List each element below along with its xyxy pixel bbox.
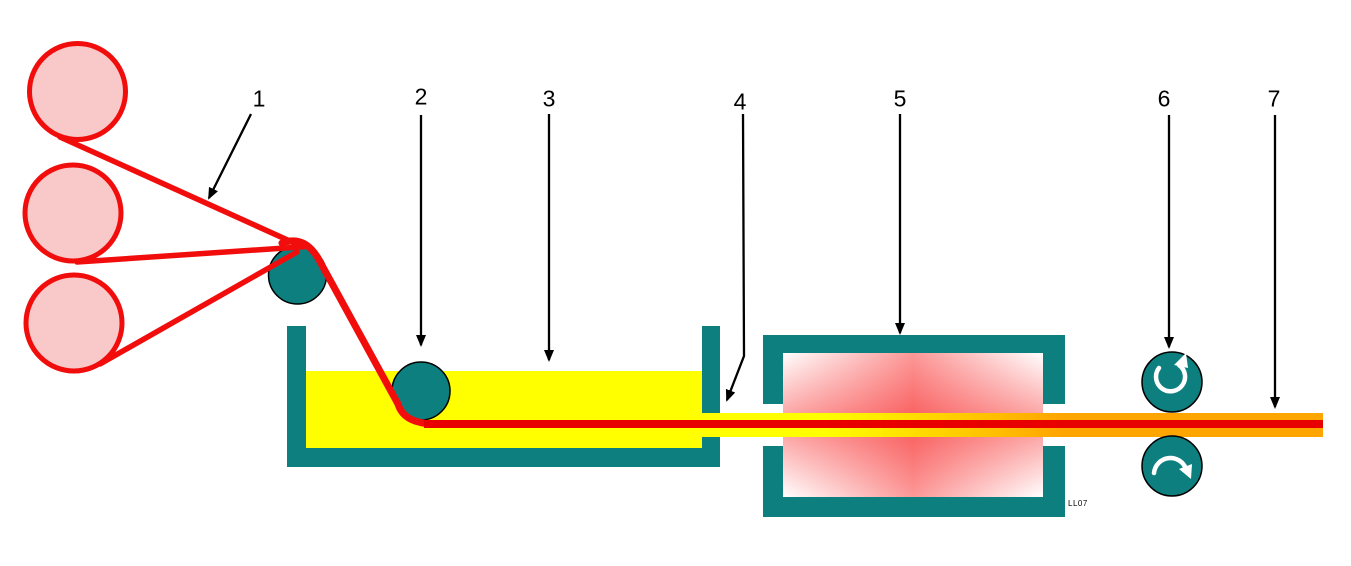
furnace-left-wall-lower — [763, 446, 783, 517]
rotation-ccw-icon — [1153, 353, 1188, 394]
furnace-right-wall-upper — [1043, 335, 1065, 404]
label-2: 2 — [414, 83, 428, 110]
bath-right-wall-die-upper — [702, 326, 720, 413]
bath-bottom — [287, 448, 720, 467]
wire-core — [424, 420, 1323, 428]
furnace-left-wall-upper — [763, 335, 783, 404]
label-3: 3 — [542, 85, 556, 112]
label-5: 5 — [893, 85, 907, 112]
bath-liquid — [306, 371, 702, 448]
label-arrows — [207, 113, 1280, 409]
pull-roller-bottom — [1141, 435, 1203, 497]
label-4: 4 — [733, 88, 747, 115]
furnace-right-wall-lower — [1043, 446, 1065, 517]
figure-code: LL07 — [1068, 499, 1088, 508]
label-1: 1 — [252, 85, 266, 112]
furnace-bottom-wall — [763, 497, 1065, 517]
wire-from-spool-2 — [74, 244, 303, 265]
coating-bath-container — [287, 326, 720, 467]
spool-3 — [23, 272, 125, 374]
supply-wires — [57, 134, 306, 367]
pull-roller-top — [1141, 351, 1203, 413]
bath-right-wall-die-lower — [702, 436, 720, 467]
furnace-top-wall — [763, 335, 1065, 353]
spool-2 — [22, 162, 124, 264]
payoff-spools — [22, 41, 128, 374]
label-arrow-4 — [725, 113, 746, 402]
rotation-cw-icon — [1151, 455, 1192, 479]
label-6: 6 — [1157, 85, 1171, 112]
label-arrow-1 — [207, 113, 253, 200]
spool-1 — [27, 41, 128, 142]
bath-left-wall — [287, 326, 306, 467]
wire-from-spool-1 — [57, 134, 306, 250]
label-7: 7 — [1267, 85, 1281, 112]
wire-path-into-bath — [278, 237, 440, 428]
furnace-frame — [763, 335, 1065, 517]
wire-from-spool-3 — [97, 249, 300, 367]
